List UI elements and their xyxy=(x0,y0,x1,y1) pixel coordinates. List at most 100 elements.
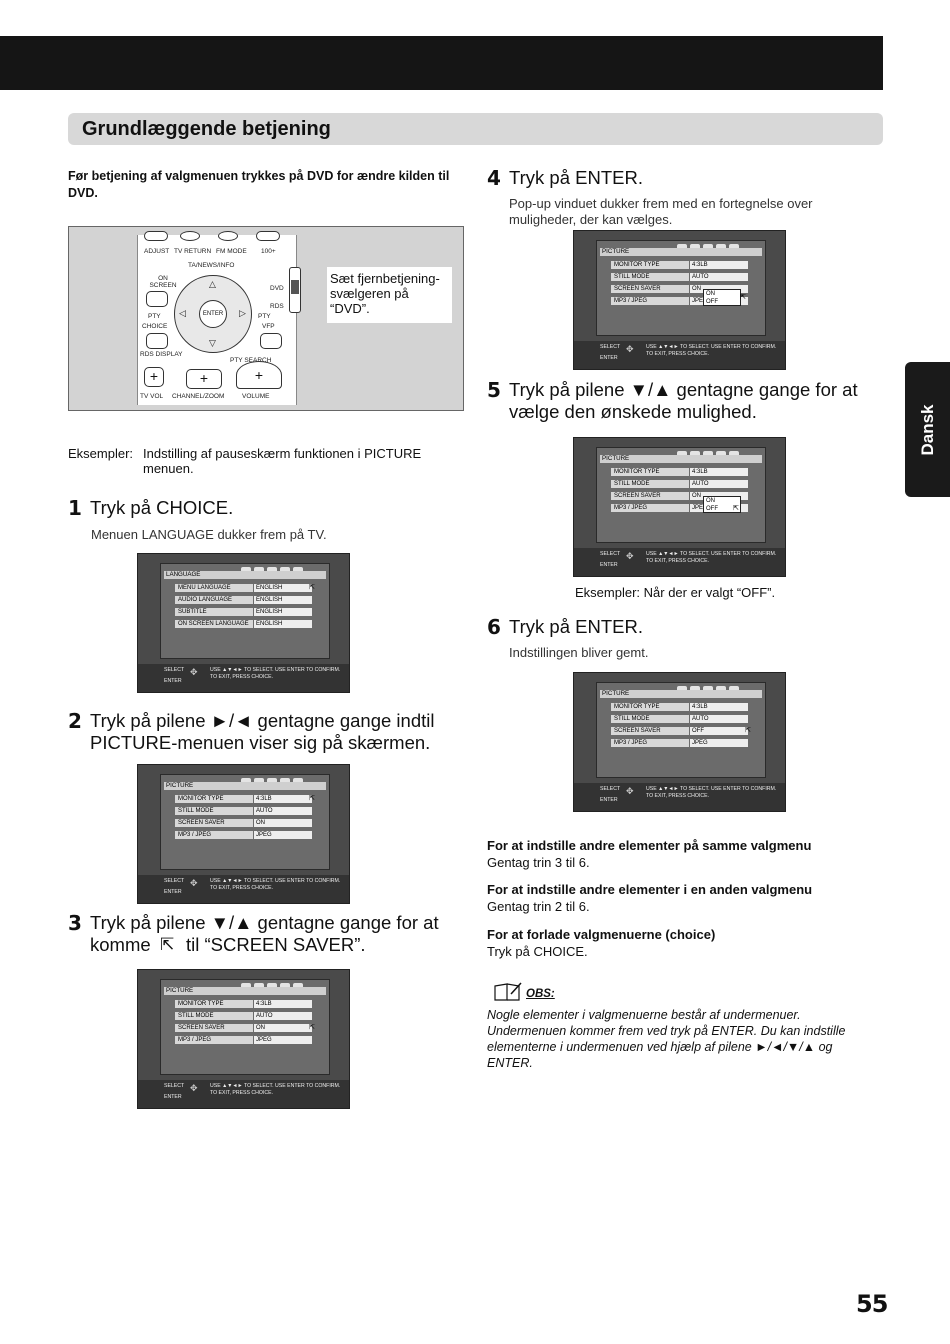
remote-label: RDS xyxy=(270,303,284,310)
obs-text: Nogle elementer i valgmenuerne består af… xyxy=(487,1008,846,1070)
remote-control: ADJUST TV RETURN FM MODE 100+ TA/NEWS/IN… xyxy=(137,231,297,405)
page-title: Grundlæggende betjening xyxy=(82,118,331,140)
up-arrow-icon: △ xyxy=(209,279,216,289)
obs-header: OBS: xyxy=(493,982,563,1004)
examples-text: Indstilling af pauseskærm funktionen i P… xyxy=(143,446,422,476)
remote-label: TV RETURN xyxy=(174,248,212,255)
source-selector-switch xyxy=(289,267,301,313)
step-text: komme xyxy=(90,934,151,955)
remote-label: CHANNEL/ZOOM xyxy=(172,393,225,400)
down-arrow-icon: ▽ xyxy=(209,338,216,348)
volume-button: + xyxy=(236,361,282,389)
language-tab-label: Dansk xyxy=(917,403,937,456)
remote-label: PTY SEARCH xyxy=(230,357,272,364)
step-5-caption: Eksempler: Når der er valgt “OFF”. xyxy=(575,585,776,600)
adjust-button xyxy=(144,231,168,241)
step-4-sub: Pop-up vinduet dukker frem med en forteg… xyxy=(509,196,813,227)
remote-label: PTY xyxy=(148,313,161,320)
step-6: 6 Tryk på ENTER. xyxy=(487,616,877,640)
page-number: 55 xyxy=(856,1290,888,1318)
arrows-icon: ✥ xyxy=(626,344,634,354)
step-text: Tryk på pilene ►/◄ gentagne gange indtil xyxy=(90,710,435,731)
plus10-button xyxy=(256,231,280,241)
step-number: 1 xyxy=(68,496,82,520)
on-screen-button xyxy=(146,291,168,307)
menu-title: PICTURE xyxy=(600,690,762,698)
note-heading: For at forlade valgmenuerne (choice) xyxy=(487,927,716,942)
menu-title: PICTURE xyxy=(600,248,762,256)
step-text: vælge den ønskede mulighed. xyxy=(509,401,757,422)
obs-label: OBS: xyxy=(526,988,555,1000)
step-number: 4 xyxy=(487,166,501,190)
note-body: Tryk på CHOICE. xyxy=(487,944,588,959)
step-1: 1 Tryk på CHOICE. xyxy=(68,497,458,521)
direction-pad: △ ▽ ◁ ▷ ENTER xyxy=(174,275,252,353)
cursor-icon: ⇱ xyxy=(309,1024,315,1031)
book-icon xyxy=(494,982,522,1001)
remote-callout: Sæt fjernbetjening-svælgeren på “DVD”. xyxy=(327,267,452,323)
channel-zoom-button: + xyxy=(186,369,222,389)
step-2: 2 Tryk på pilene ►/◄ gentagne gange indt… xyxy=(68,710,468,756)
arrows-icon: ✥ xyxy=(190,878,198,888)
menu-title: PICTURE xyxy=(600,455,762,463)
note-heading: For at indstille andre elementer i en an… xyxy=(487,882,813,897)
fm-mode-button xyxy=(218,231,238,241)
arrows-icon: ✥ xyxy=(626,551,634,561)
cursor-icon: ⇱ xyxy=(309,584,315,591)
step-number: 5 xyxy=(487,378,501,402)
remote-label: DVD xyxy=(270,285,284,292)
vfp-button xyxy=(260,333,282,349)
menu-title: LANGUAGE xyxy=(164,571,326,579)
top-black-bar xyxy=(0,36,883,90)
cursor-icon: ⇱ xyxy=(160,935,175,954)
step-4: 4 Tryk på ENTER. xyxy=(487,167,877,191)
right-arrow-icon: ▷ xyxy=(239,308,246,318)
cursor-icon: ⇱ xyxy=(740,294,746,301)
step-text: til “SCREEN SAVER”. xyxy=(186,934,366,955)
arrows-icon: ✥ xyxy=(190,667,198,677)
remote-figure: ADJUST TV RETURN FM MODE 100+ TA/NEWS/IN… xyxy=(68,226,464,411)
step-number: 2 xyxy=(68,709,82,733)
step-6-sub: Indstillingen bliver gemt. xyxy=(509,645,649,660)
remote-label: TV VOL xyxy=(140,393,164,400)
enter-button: ENTER xyxy=(199,300,227,328)
remote-label: CHOICE xyxy=(142,323,168,330)
intro-text: Før betjening af valgmenuen trykkes på D… xyxy=(68,169,450,200)
arrows-icon: ✥ xyxy=(190,1083,198,1093)
note-same-menu: For at indstille andre elementer på samm… xyxy=(487,837,811,871)
menu-title: PICTURE xyxy=(164,782,326,790)
arrows-icon: ✥ xyxy=(626,786,634,796)
step-3: 3 Tryk på pilene ▼/▲ gentagne gange for … xyxy=(68,912,468,958)
note-body: Gentag trin 3 til 6. xyxy=(487,855,590,870)
cursor-icon: ⇱ xyxy=(309,795,315,802)
tv-return-button xyxy=(180,231,200,241)
remote-label: VOLUME xyxy=(242,393,270,400)
left-arrow-icon: ◁ xyxy=(179,308,186,318)
note-body: Gentag trin 2 til 6. xyxy=(487,899,590,914)
step-5: 5 Tryk på pilene ▼/▲ gentagne gange for … xyxy=(487,379,887,425)
note-heading: For at indstille andre elementer på samm… xyxy=(487,838,812,853)
remote-label: RDS DISPLAY xyxy=(140,351,183,358)
choice-button xyxy=(146,333,168,349)
step-text: Tryk på CHOICE. xyxy=(90,497,234,518)
menu-title: PICTURE xyxy=(164,987,326,995)
cursor-icon: ⇱ xyxy=(745,727,751,734)
remote-label: TA/NEWS/INFO xyxy=(188,262,235,269)
remote-label: 100+ xyxy=(261,248,276,255)
step-text: Tryk på ENTER. xyxy=(509,616,643,637)
section-title-bar: Grundlæggende betjening xyxy=(68,113,883,145)
remote-label: ON SCREEN xyxy=(149,275,177,289)
step-text: Tryk på pilene ▼/▲ gentagne gange for at xyxy=(90,912,439,933)
